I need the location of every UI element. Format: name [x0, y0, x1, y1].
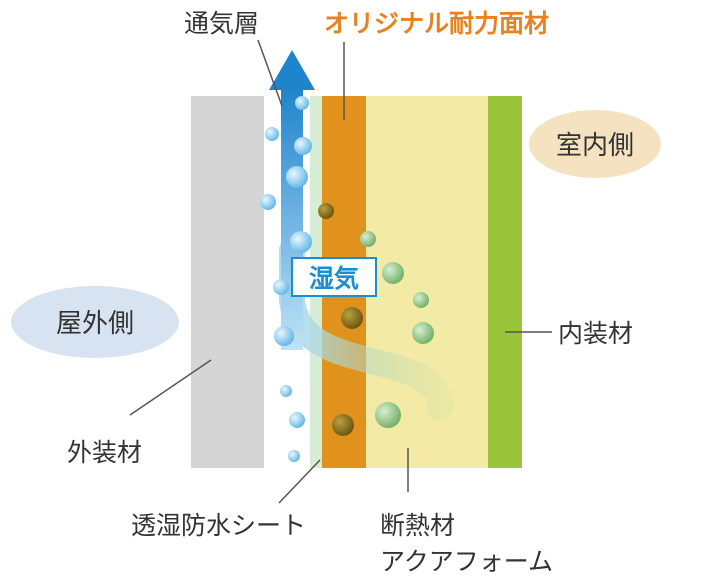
structural-panel-label: オリジナル耐力面材: [324, 9, 549, 38]
insulation-label-line2: アクアフォーム: [380, 547, 553, 576]
bubble-icon: [295, 96, 309, 110]
exterior-finish-label: 外装材: [67, 438, 142, 467]
bubble-icon: [290, 231, 312, 253]
bubble-icon: [294, 137, 312, 155]
insulation-label-line1: 断熱材: [380, 511, 455, 540]
bubble-icon: [412, 322, 434, 344]
bubble-icon: [375, 402, 401, 428]
moisture-label-box: [291, 257, 377, 297]
bubble-icon: [413, 292, 429, 308]
moisture-label: 湿気: [309, 264, 359, 293]
outdoor-label: 屋外側: [56, 309, 134, 339]
exterior-finish-leader: [129, 359, 212, 416]
outdoor-bubble: [11, 286, 179, 358]
membrane-leader: [278, 459, 321, 504]
membrane-label: 透湿防水シート: [131, 511, 306, 540]
air-layer-label: 通気層: [184, 9, 259, 38]
bubble-icon: [280, 385, 292, 397]
up-arrow-icon: [269, 50, 315, 90]
water-droplet-bubbles: [260, 96, 312, 462]
interior-finish-label: 内装材: [558, 319, 633, 348]
bubble-icon: [265, 127, 279, 141]
leader-lines: [129, 39, 552, 504]
bubble-icon: [273, 279, 289, 295]
exterior-finish-layer: [191, 96, 264, 468]
bubble-icon: [289, 412, 305, 428]
bubble-icon: [286, 166, 308, 188]
bubble-icon: [341, 307, 363, 329]
bubble-icon: [260, 194, 276, 210]
air-layer-leader: [257, 39, 283, 107]
bubble-icon: [274, 326, 294, 346]
bubble-icon: [382, 262, 404, 284]
bubble-icon: [360, 231, 376, 247]
indoor-label: 室内側: [556, 131, 634, 161]
interior-finish-layer: [488, 96, 522, 468]
bubble-icon: [288, 450, 300, 462]
bubble-icon: [332, 414, 354, 436]
indoor-bubble: [529, 110, 661, 178]
bubble-icon: [318, 203, 334, 219]
insulation-bubbles: [318, 203, 434, 436]
moisture-arrow-shaft: [281, 88, 303, 350]
